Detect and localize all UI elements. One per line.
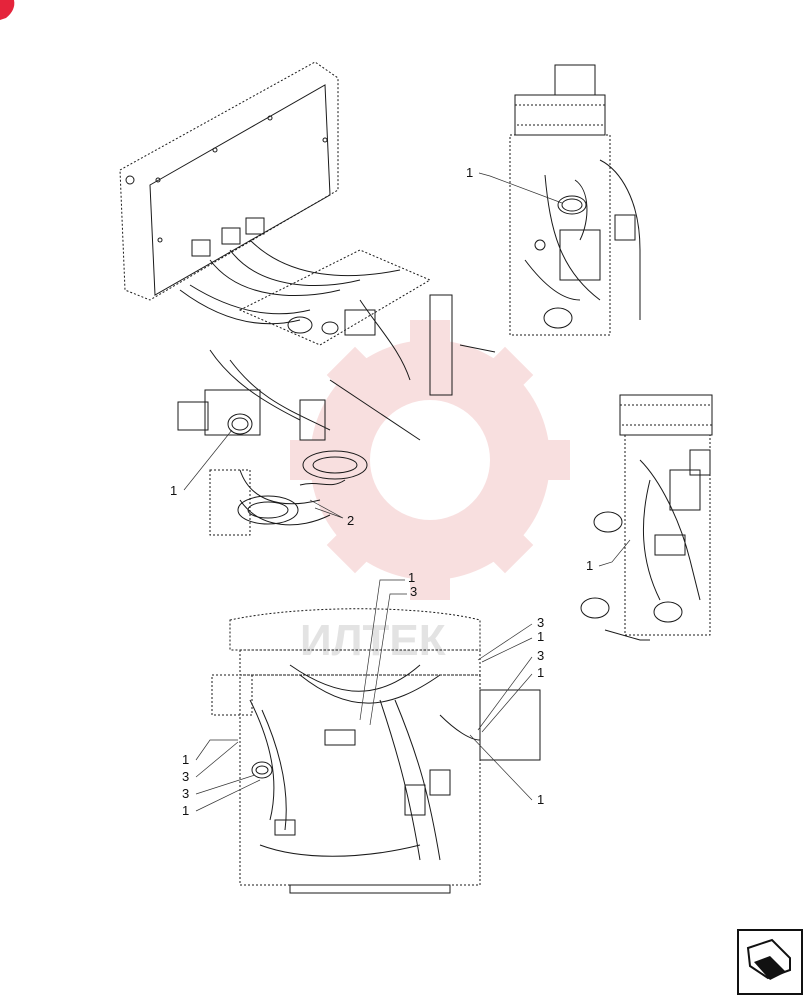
view-top-right <box>509 64 641 336</box>
view-middle-right <box>580 394 713 641</box>
view-bottom-engine <box>211 608 541 894</box>
callout-1-b: 1 <box>466 165 473 180</box>
callout-3-i: 3 <box>537 648 544 663</box>
corner-mark <box>0 0 15 20</box>
callout-1-e: 1 <box>408 570 415 585</box>
callout-1-d: 1 <box>586 558 593 573</box>
callout-1-a: 1 <box>170 483 177 498</box>
callout-3-g: 3 <box>537 615 544 630</box>
view-ecu-harness <box>119 61 496 536</box>
callout-3-n: 3 <box>182 786 189 801</box>
callout-3-f: 3 <box>410 584 417 599</box>
callout-1-k: 1 <box>537 792 544 807</box>
callout-1-l: 1 <box>182 752 189 767</box>
callout-1-o: 1 <box>182 803 189 818</box>
callout-2: 2 <box>347 513 354 528</box>
callout-1-h: 1 <box>537 629 544 644</box>
watermark-text: ИЛТЕК <box>300 616 446 665</box>
callout-3-m: 3 <box>182 769 189 784</box>
callout-1-j: 1 <box>537 665 544 680</box>
next-page-arrow-icon[interactable] <box>737 929 803 995</box>
